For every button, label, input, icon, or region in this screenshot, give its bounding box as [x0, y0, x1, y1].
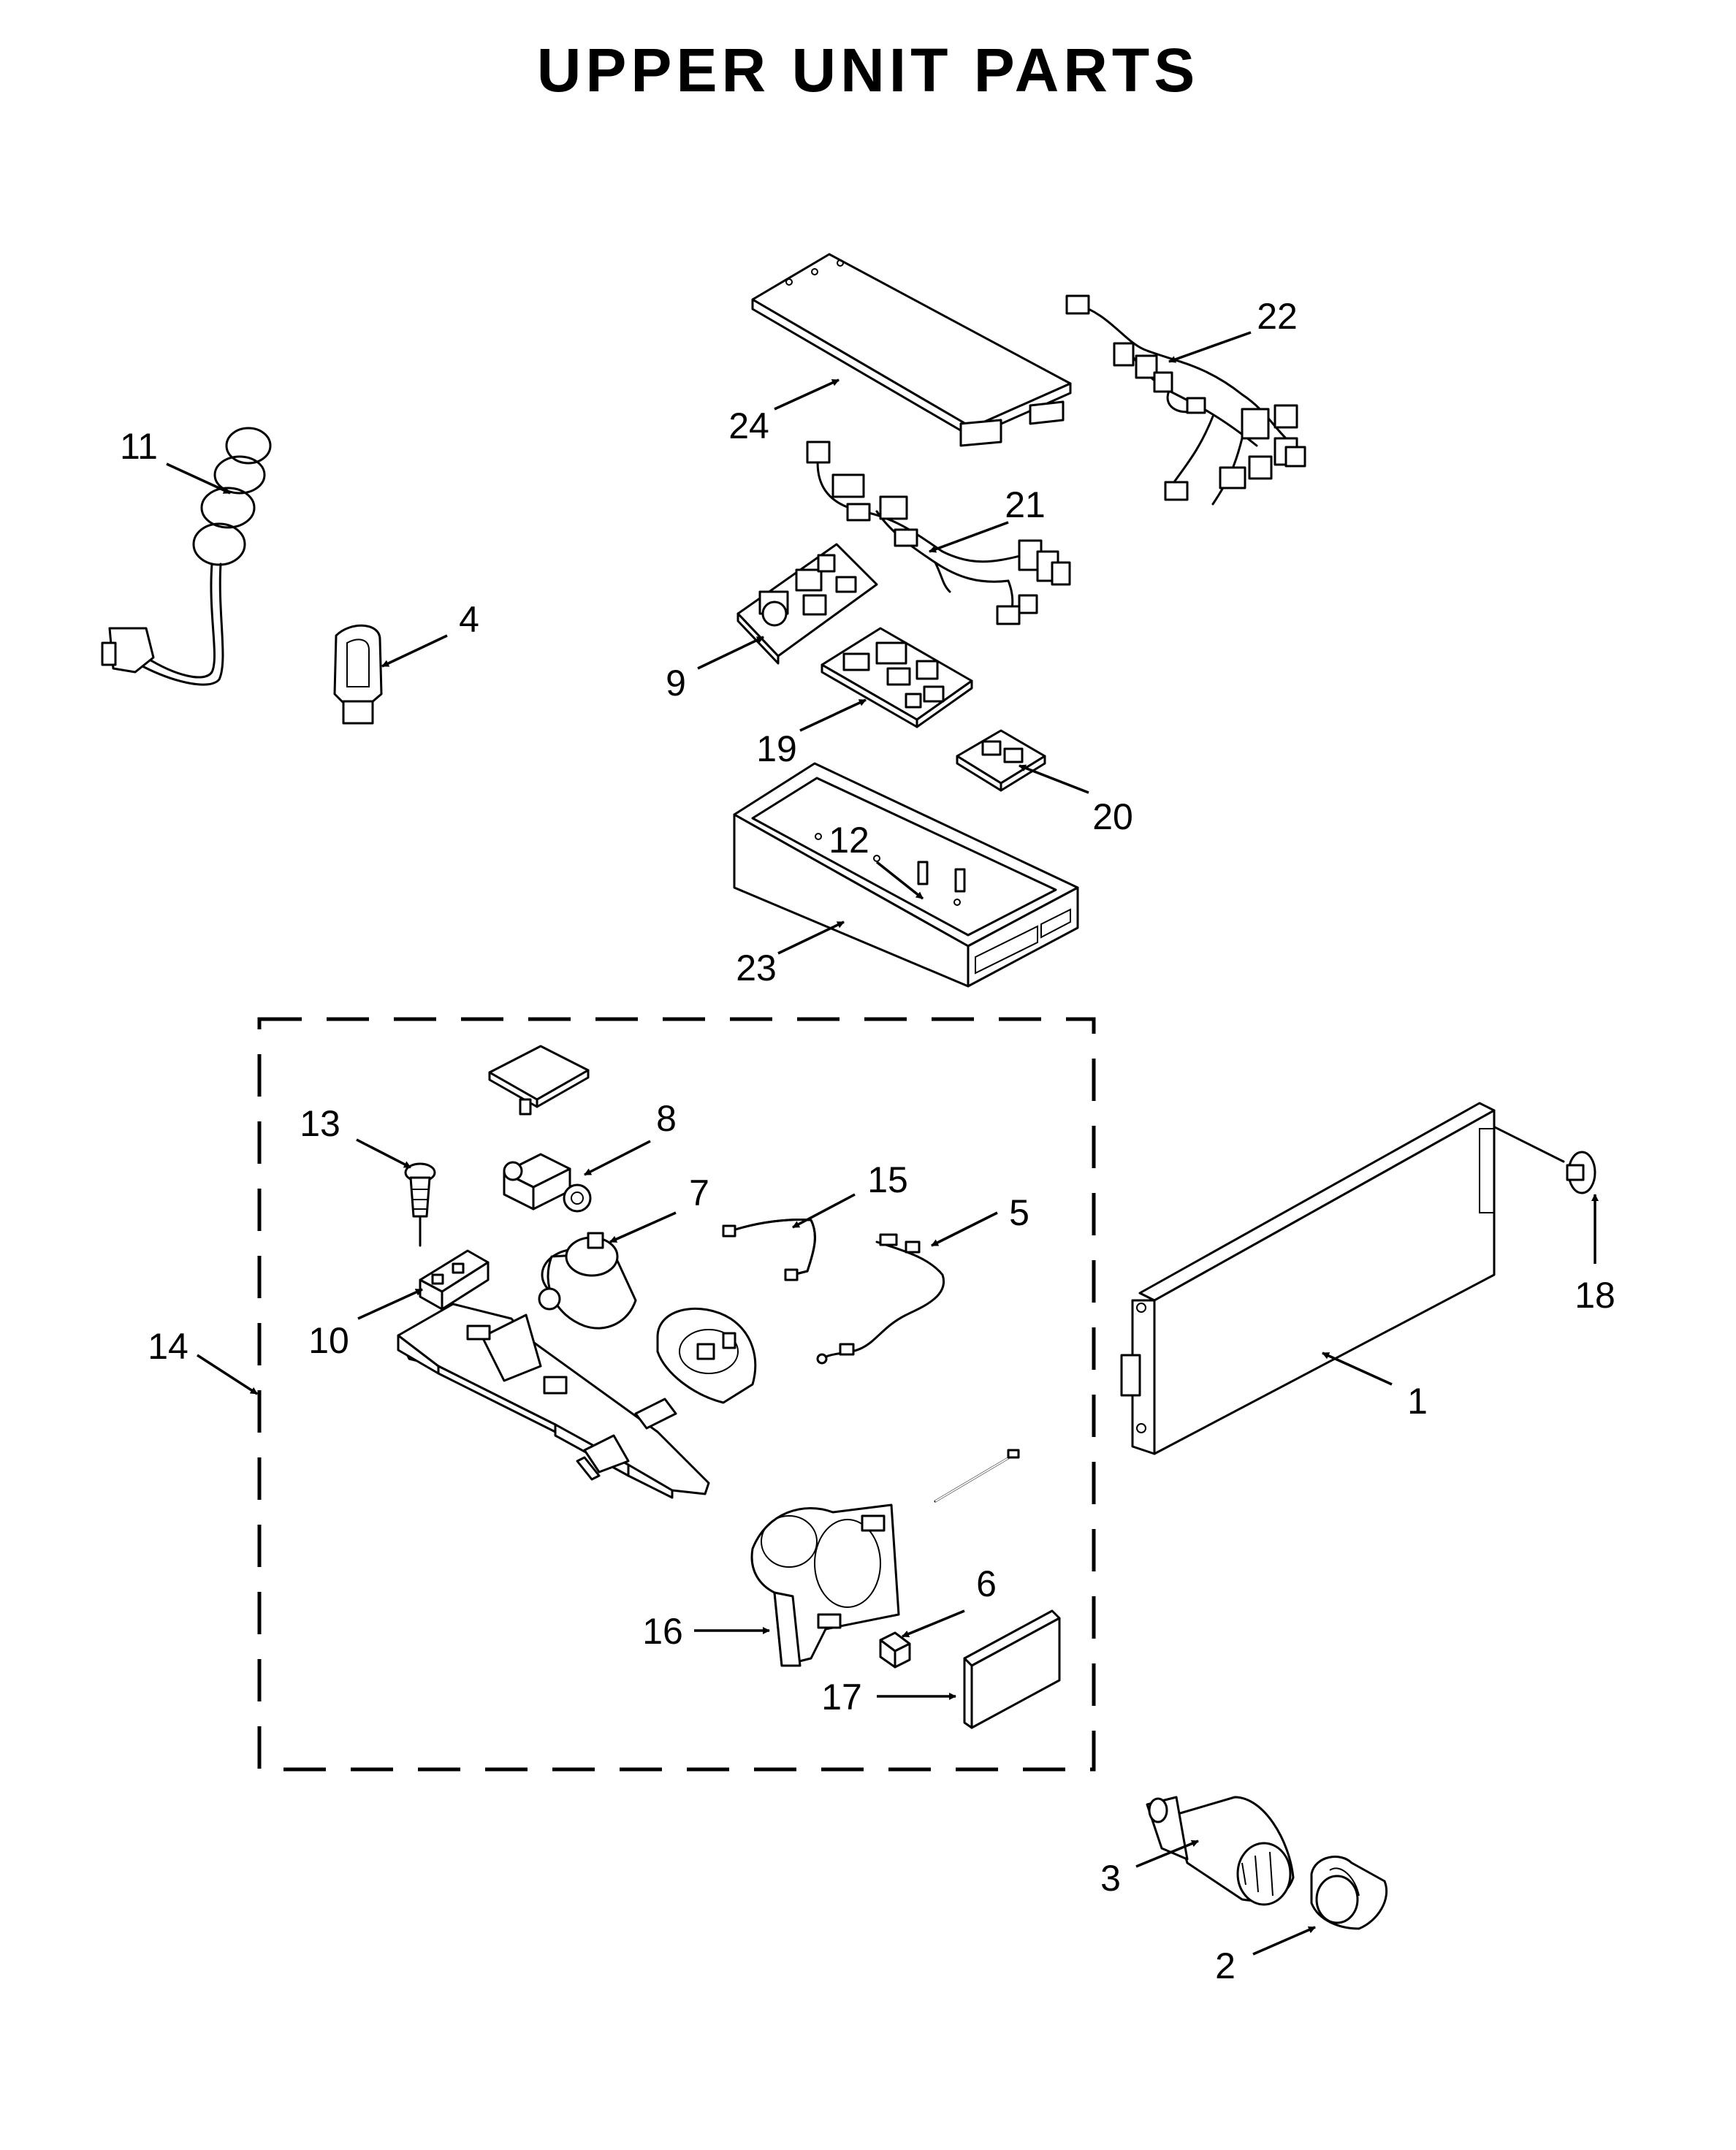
part-7-motor [538, 1232, 637, 1330]
callout-18: 18 [1575, 1275, 1615, 1316]
part-21-wire-harness [806, 441, 1071, 625]
leader-21 [929, 521, 1009, 553]
part-18-screw [1482, 1120, 1596, 1194]
part-17-cover-panel [963, 1609, 1061, 1729]
leader-19 [799, 698, 867, 732]
leader-15 [792, 1193, 856, 1229]
part-1-front-panel [1120, 1102, 1496, 1455]
leader-22 [1168, 331, 1252, 363]
leader-1 [1322, 1352, 1393, 1386]
part-15-tube [722, 1219, 816, 1281]
leader-13 [356, 1138, 411, 1169]
assembly-cover [488, 1045, 590, 1116]
leader-9 [697, 636, 764, 670]
part-14-housing [397, 1303, 710, 1499]
part-2-filter-cap [1310, 1856, 1388, 1930]
leader-14 [197, 1354, 258, 1395]
callout-19: 19 [756, 728, 797, 769]
callout-22: 22 [1257, 296, 1298, 337]
assembly-14-dashed-box [257, 1017, 1096, 1772]
callout-11: 11 [120, 426, 158, 467]
leader-5 [931, 1211, 998, 1247]
callout-2: 2 [1215, 1945, 1236, 1986]
callout-23: 23 [736, 948, 777, 988]
callout-17: 17 [821, 1677, 862, 1718]
leader-7 [609, 1211, 677, 1243]
part-19-control-board [821, 627, 973, 728]
leader-23 [777, 920, 845, 955]
part-23-tray [733, 762, 1079, 988]
part-8-valve [503, 1153, 592, 1213]
callout-4: 4 [459, 599, 479, 640]
part-11-power-cord [101, 427, 272, 686]
part-9-control-board [736, 543, 878, 665]
part-5-wire-harness [816, 1233, 945, 1365]
callout-10: 10 [308, 1320, 349, 1361]
page-title: UPPER UNIT PARTS [537, 36, 1200, 104]
part-22-wire-harness [1065, 294, 1306, 506]
callout-14: 14 [148, 1326, 189, 1367]
leader-12 [875, 861, 924, 900]
callout-13: 13 [300, 1103, 340, 1144]
callout-6: 6 [976, 1563, 997, 1604]
callout-3: 3 [1100, 1858, 1121, 1899]
rod [934, 1449, 1020, 1503]
callout-15: 15 [867, 1159, 908, 1200]
part-3-water-filter [1146, 1796, 1295, 1906]
part-24-top-cover [751, 253, 1072, 447]
callout-7: 7 [689, 1173, 709, 1213]
leader-6 [902, 1609, 965, 1638]
callout-9: 9 [666, 663, 686, 704]
part-16-fan-housing [750, 1503, 900, 1667]
leader-8 [584, 1140, 651, 1176]
leader-11 [166, 462, 231, 495]
callout-20: 20 [1092, 796, 1133, 837]
leader-10 [357, 1288, 423, 1320]
leader-20 [1019, 764, 1089, 794]
fan-shroud [656, 1307, 757, 1404]
part-13-screw [404, 1162, 436, 1247]
leader-4 [381, 634, 448, 668]
callout-8: 8 [656, 1098, 677, 1139]
part-10-board [419, 1249, 490, 1311]
leader-24 [774, 378, 840, 411]
leader-2 [1252, 1926, 1316, 1956]
part-6-sensor [879, 1631, 911, 1669]
callout-16: 16 [642, 1611, 683, 1652]
callout-21: 21 [1005, 484, 1046, 525]
leader-3 [1135, 1840, 1199, 1868]
part-4-clip [333, 624, 383, 725]
callout-1: 1 [1407, 1381, 1428, 1422]
callout-24: 24 [728, 405, 769, 446]
part-20-small-board [956, 729, 1046, 792]
callout-5: 5 [1009, 1192, 1029, 1233]
callout-12: 12 [829, 820, 869, 861]
